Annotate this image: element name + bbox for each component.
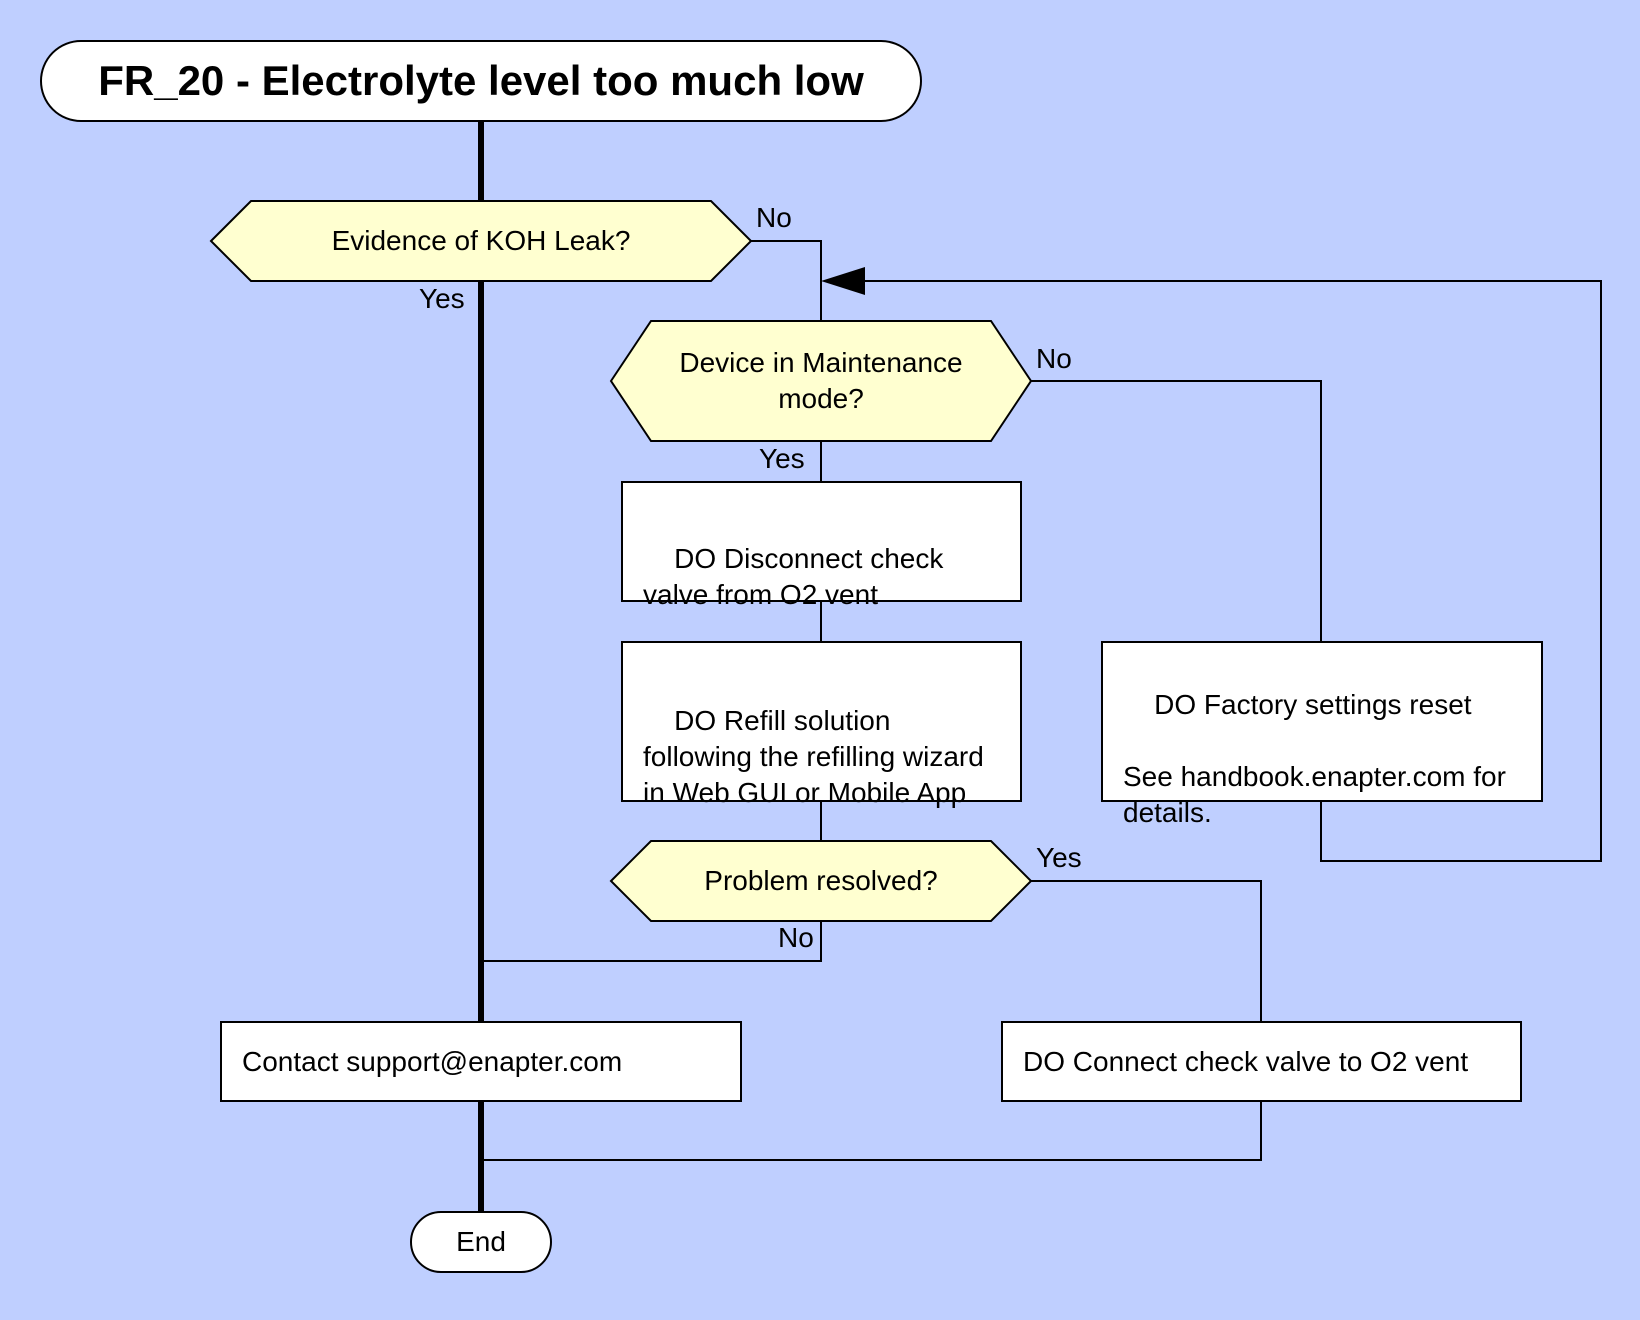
connect-valve-to-end-connector — [481, 1101, 1262, 1161]
edge-label-koh-yes: Yes — [419, 283, 465, 314]
flowchart-title: FR_20 - Electrolyte level too much low — [40, 40, 922, 122]
resolved-no-connector — [481, 921, 822, 962]
edge-label-koh-no: No — [756, 202, 792, 233]
resolved-yes-connector — [1031, 880, 1262, 1021]
decision-maintenance-shape — [609, 320, 1033, 442]
maintenance-no-connector — [1031, 380, 1322, 641]
end-terminal: End — [410, 1211, 552, 1273]
edge-label-resolved-yes: Yes — [1036, 842, 1082, 873]
loop-back-connector — [861, 280, 1602, 862]
action-factory-reset-text: DO Factory settings reset See handbook.e… — [1123, 689, 1506, 828]
loop-back-arrowhead — [821, 267, 865, 295]
decision-maintenance-text: Device in Maintenance mode? — [679, 347, 963, 414]
action-connect-check-valve-text: DO Connect check valve to O2 vent — [1023, 1045, 1469, 1077]
action-disconnect-check-valve: DO Disconnect check valve from O2 vent — [621, 481, 1022, 610]
action-factory-reset: DO Factory settings reset See handbook.e… — [1101, 641, 1543, 828]
action-disconnect-check-valve-text: DO Disconnect check valve from O2 vent — [643, 543, 952, 610]
action-refill-solution-text: DO Refill solution following the refilli… — [643, 705, 992, 808]
decision-problem-resolved: Problem resolved? — [651, 841, 991, 921]
edge-label-maintenance-yes: Yes — [759, 443, 805, 474]
decision-koh-leak-shape — [209, 200, 753, 282]
end-terminal-text: End — [456, 1226, 506, 1257]
flowchart-title-text: FR_20 - Electrolyte level too much low — [98, 57, 864, 104]
decision-maintenance: Device in Maintenance mode? — [651, 321, 991, 441]
decision-koh-leak: Evidence of KOH Leak? — [251, 201, 711, 281]
edge-label-maintenance-no: No — [1036, 343, 1072, 374]
decision-koh-leak-text: Evidence of KOH Leak? — [331, 225, 631, 256]
action-contact-support-text: Contact support@enapter.com — [242, 1045, 623, 1077]
koh-no-connector — [750, 240, 822, 321]
decision-resolved-shape — [609, 840, 1033, 922]
action-contact-support: Contact support@enapter.com — [220, 1021, 742, 1102]
action-connect-check-valve: DO Connect check valve to O2 vent — [1001, 1021, 1522, 1102]
action-refill-solution: DO Refill solution following the refilli… — [621, 641, 1022, 808]
edge-label-resolved-no: No — [778, 922, 814, 953]
decision-problem-resolved-text: Problem resolved? — [704, 865, 938, 896]
